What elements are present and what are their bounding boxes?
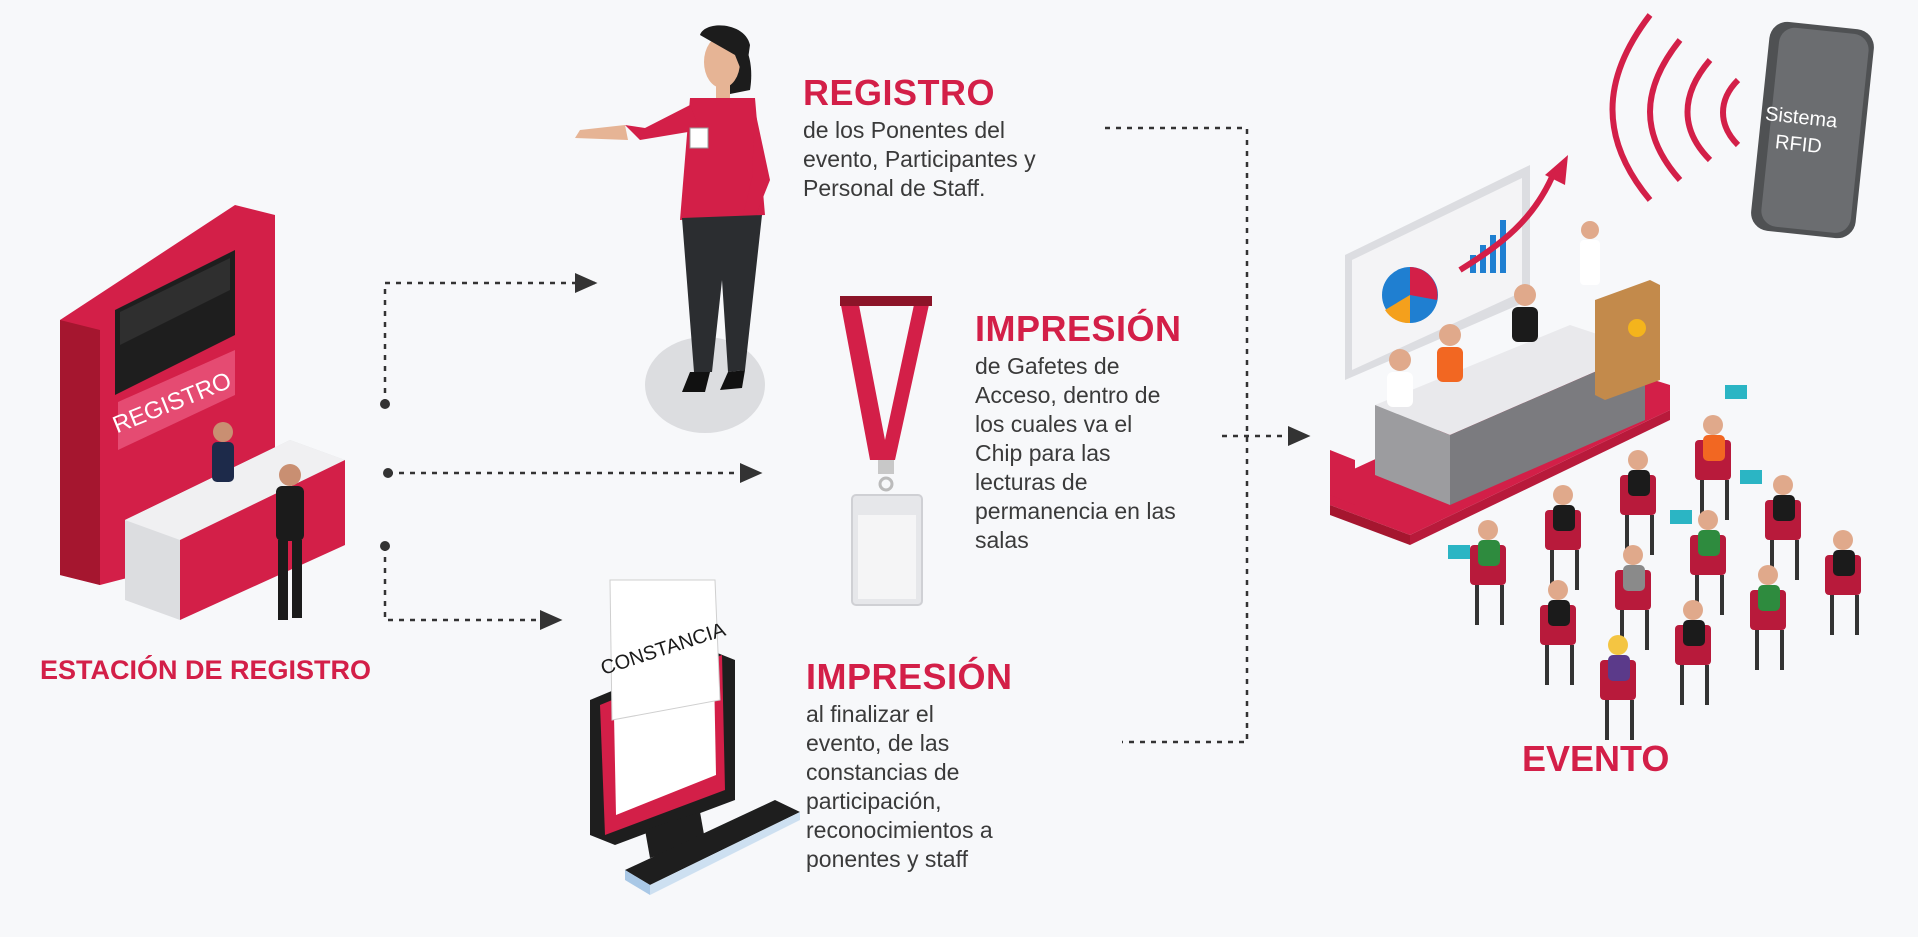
gafetes-line: permanencia en las — [975, 498, 1176, 524]
event-label: EVENTO — [1522, 738, 1670, 779]
registro-description: de los Ponentes del evento, Participante… — [803, 116, 1036, 203]
event-illustration — [1330, 155, 1861, 740]
connector-dots — [380, 399, 393, 551]
computer-printout-illustration: CONSTANCIA — [590, 579, 800, 895]
connectors — [383, 126, 1311, 744]
constancias-line: reconocimientos a — [806, 817, 993, 843]
constancias-line: ponentes y staff — [806, 846, 968, 872]
station-label: ESTACIÓN DE REGISTRO — [40, 655, 372, 685]
registro-title: REGISTRO — [803, 72, 996, 113]
impresion-constancias-description: al finalizar el evento, de las constanci… — [806, 700, 1013, 874]
rfid-illustration: Sistema RFID — [1609, 13, 1874, 239]
registro-line: Personal de Staff. — [803, 175, 986, 201]
impresion-gafetes-title: IMPRESIÓN — [975, 308, 1182, 349]
constancias-line: participación, — [806, 788, 942, 814]
badge-lanyard-illustration — [840, 296, 932, 606]
impresion-constancias-block: IMPRESIÓN al finalizar el evento, de las… — [806, 656, 1013, 874]
gafetes-line: salas — [975, 527, 1029, 553]
gafetes-line: lecturas de — [975, 469, 1088, 495]
gafetes-line: los cuales va el — [975, 411, 1133, 437]
constancias-line: al finalizar el — [806, 701, 934, 727]
rfid-line2: RFID — [1774, 131, 1823, 158]
constancias-line: constancias de — [806, 759, 960, 785]
gafetes-line: Chip para las — [975, 440, 1111, 466]
impresion-gafetes-description: de Gafetes de Acceso, dentro de los cual… — [975, 352, 1182, 555]
gafetes-line: Acceso, dentro de — [975, 382, 1161, 408]
impresion-gafetes-block: IMPRESIÓN de Gafetes de Acceso, dentro d… — [975, 308, 1182, 555]
gafetes-line: de Gafetes de — [975, 353, 1120, 379]
registration-person-illustration — [575, 25, 770, 433]
registro-line: evento, Participantes y — [803, 146, 1036, 172]
registro-line: de los Ponentes del — [803, 117, 1006, 143]
registration-booth-illustration: REGISTRO — [60, 205, 345, 620]
impresion-constancias-title: IMPRESIÓN — [806, 656, 1013, 697]
registro-block: REGISTRO de los Ponentes del evento, Par… — [803, 72, 1036, 203]
constancias-line: evento, de las — [806, 730, 950, 756]
